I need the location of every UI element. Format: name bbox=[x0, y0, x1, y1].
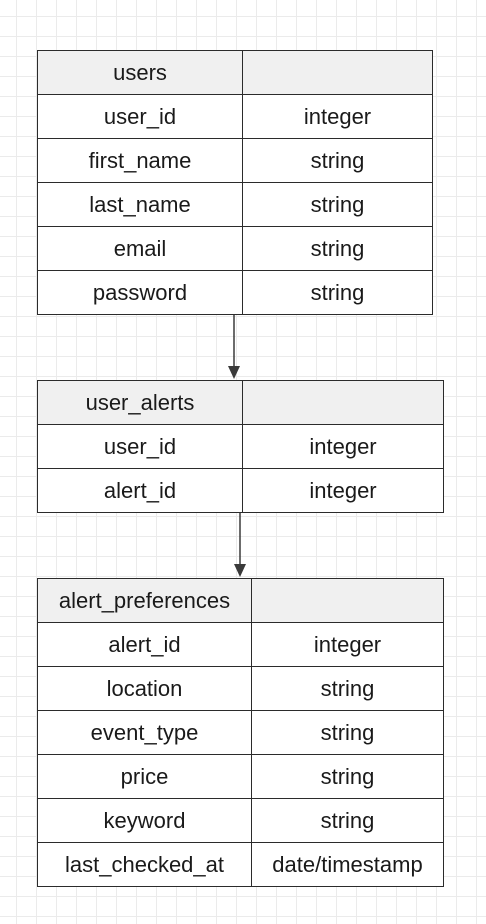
field-type-cell[interactable]: integer bbox=[242, 424, 444, 469]
table-row[interactable]: alert_id integer bbox=[37, 622, 444, 667]
field-type-cell[interactable]: string bbox=[251, 754, 444, 799]
field-type-cell[interactable]: integer bbox=[251, 622, 444, 667]
table-header[interactable]: user_alerts bbox=[37, 380, 444, 425]
field-name-cell[interactable]: last_checked_at bbox=[37, 842, 252, 887]
field-type-cell[interactable]: date/timestamp bbox=[251, 842, 444, 887]
table-alert-preferences[interactable]: alert_preferences alert_id integer locat… bbox=[37, 578, 444, 887]
table-header-empty-cell[interactable] bbox=[242, 50, 433, 95]
table-row[interactable]: last_checked_at date/timestamp bbox=[37, 842, 444, 887]
field-name-cell[interactable]: alert_id bbox=[37, 468, 243, 513]
field-name-cell[interactable]: alert_id bbox=[37, 622, 252, 667]
field-name-cell[interactable]: event_type bbox=[37, 710, 252, 755]
arrow-user-alerts-to-alert-preferences bbox=[234, 512, 246, 577]
table-row[interactable]: price string bbox=[37, 754, 444, 799]
table-header[interactable]: users bbox=[37, 50, 433, 95]
field-type-cell[interactable]: string bbox=[242, 182, 433, 227]
field-type-cell[interactable]: string bbox=[251, 666, 444, 711]
table-row[interactable]: password string bbox=[37, 270, 433, 315]
table-row[interactable]: first_name string bbox=[37, 138, 433, 183]
field-name-cell[interactable]: keyword bbox=[37, 798, 252, 843]
field-name-cell[interactable]: last_name bbox=[37, 182, 243, 227]
arrow-users-to-user-alerts bbox=[228, 314, 240, 379]
field-type-cell[interactable]: integer bbox=[242, 94, 433, 139]
field-type-cell[interactable]: integer bbox=[242, 468, 444, 513]
table-title[interactable]: alert_preferences bbox=[37, 578, 252, 623]
table-row[interactable]: user_id integer bbox=[37, 94, 433, 139]
field-name-cell[interactable]: location bbox=[37, 666, 252, 711]
field-name-cell[interactable]: user_id bbox=[37, 94, 243, 139]
field-type-cell[interactable]: string bbox=[251, 798, 444, 843]
field-name-cell[interactable]: user_id bbox=[37, 424, 243, 469]
table-header[interactable]: alert_preferences bbox=[37, 578, 444, 623]
field-type-cell[interactable]: string bbox=[251, 710, 444, 755]
table-row[interactable]: keyword string bbox=[37, 798, 444, 843]
field-type-cell[interactable]: string bbox=[242, 226, 433, 271]
table-row[interactable]: alert_id integer bbox=[37, 468, 444, 513]
field-name-cell[interactable]: email bbox=[37, 226, 243, 271]
field-type-cell[interactable]: string bbox=[242, 138, 433, 183]
table-row[interactable]: last_name string bbox=[37, 182, 433, 227]
table-header-empty-cell[interactable] bbox=[251, 578, 444, 623]
table-users[interactable]: users user_id integer first_name string … bbox=[37, 50, 433, 315]
table-title[interactable]: users bbox=[37, 50, 243, 95]
table-row[interactable]: event_type string bbox=[37, 710, 444, 755]
table-row[interactable]: user_id integer bbox=[37, 424, 444, 469]
field-name-cell[interactable]: first_name bbox=[37, 138, 243, 183]
table-header-empty-cell[interactable] bbox=[242, 380, 444, 425]
field-type-cell[interactable]: string bbox=[242, 270, 433, 315]
field-name-cell[interactable]: password bbox=[37, 270, 243, 315]
table-row[interactable]: location string bbox=[37, 666, 444, 711]
table-row[interactable]: email string bbox=[37, 226, 433, 271]
table-title[interactable]: user_alerts bbox=[37, 380, 243, 425]
field-name-cell[interactable]: price bbox=[37, 754, 252, 799]
table-user-alerts[interactable]: user_alerts user_id integer alert_id int… bbox=[37, 380, 444, 513]
